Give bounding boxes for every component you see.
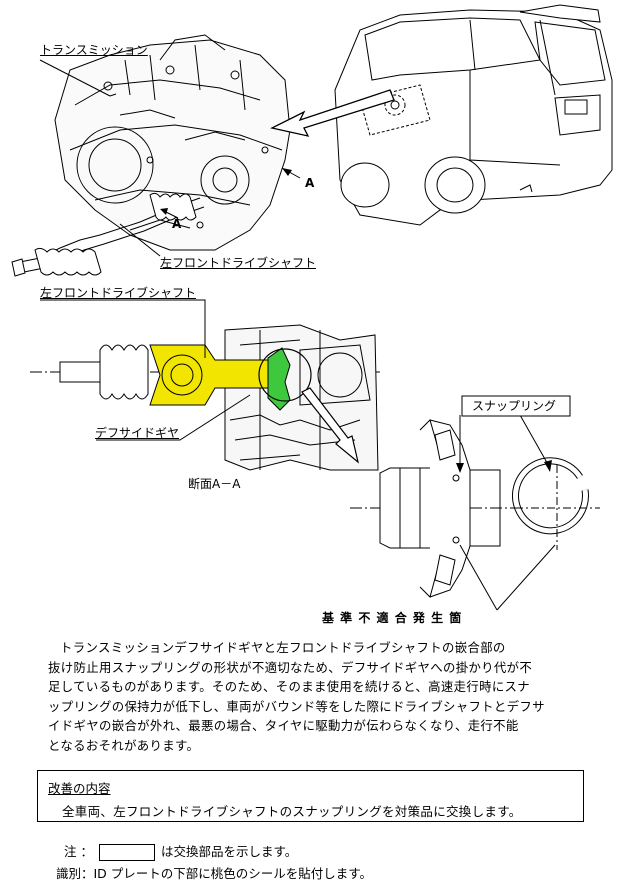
left-drive-shaft-drawing xyxy=(11,192,205,277)
left-drive-shaft-label-mid: 左フロントドライブシャフト xyxy=(40,286,197,300)
marker-arrows xyxy=(160,168,292,215)
description-line: ップリングの保持力が低下し、車両がバウンド等をした際にドライブシャフトとデフサ xyxy=(48,698,545,714)
recall-illustration xyxy=(11,4,613,611)
description-line: トランスミッションデフサイドギヤと左フロントドライブシャフトの嵌合部の xyxy=(60,640,506,655)
left-drive-shaft-label-top: 左フロントドライブシャフト xyxy=(160,256,317,270)
pointer-arrow xyxy=(270,89,395,137)
marker-a-right: A xyxy=(305,176,315,190)
marker-a-left: A xyxy=(172,217,182,231)
description-line: 足しているものがあります。そのため、そのまま使用を続けると、高速走行時にスナ xyxy=(48,679,531,695)
description-line: となるおそれがあります。 xyxy=(48,737,200,753)
description-line: イドギヤの嵌合が外れ、最悪の場合、タイヤに駆動力が伝わらなくなり、走行不能 xyxy=(48,718,519,734)
improvement-text: 全車両、左フロントドライブシャフトのスナップリングを対策品に交換します。 xyxy=(62,804,522,819)
vehicle-drawing xyxy=(334,4,613,226)
snap-ring-label-box xyxy=(461,395,571,417)
section-aa-label: 断面A－A xyxy=(188,477,241,491)
replacement-part-legend-box xyxy=(98,844,155,861)
note-prefix: 注 ： xyxy=(64,844,93,859)
replacement-part-highlight xyxy=(149,344,276,406)
defect-description: トランスミッションデフサイドギヤと左フロントドライブシャフトの嵌合部の 抜け防止… xyxy=(48,638,578,756)
snap-ring-label: スナップリング xyxy=(472,399,557,413)
transmission-drawing xyxy=(54,34,291,251)
improvement-title: 改善の内容 xyxy=(48,781,111,796)
diff-side-gear-highlight xyxy=(267,347,291,411)
nonconformity-location-label: 基 準 不 適 合 発 生 箇 xyxy=(322,611,463,625)
note-line: 注 ： は交換部品を示します。 xyxy=(64,841,297,861)
detail-magnifier xyxy=(258,348,312,402)
detail-arrow xyxy=(301,387,359,464)
improvement-box: 改善の内容 全車両、左フロントドライブシャフトのスナップリングを対策品に交換しま… xyxy=(37,770,584,822)
snap-ring-c-drawing xyxy=(512,457,600,550)
description-line: 抜け防止用スナップリングの形状が不適切なため、デフサイドギヤへの掛かり代が不 xyxy=(48,659,533,675)
identification-line: 識別：ID プレートの下部に桃色のシールを貼付します。 xyxy=(56,866,373,881)
transmission-label: トランスミッション xyxy=(40,43,148,57)
note-text: は交換部品を示します。 xyxy=(160,844,298,859)
diff-side-gear-label: デフサイドギヤ xyxy=(95,426,180,440)
